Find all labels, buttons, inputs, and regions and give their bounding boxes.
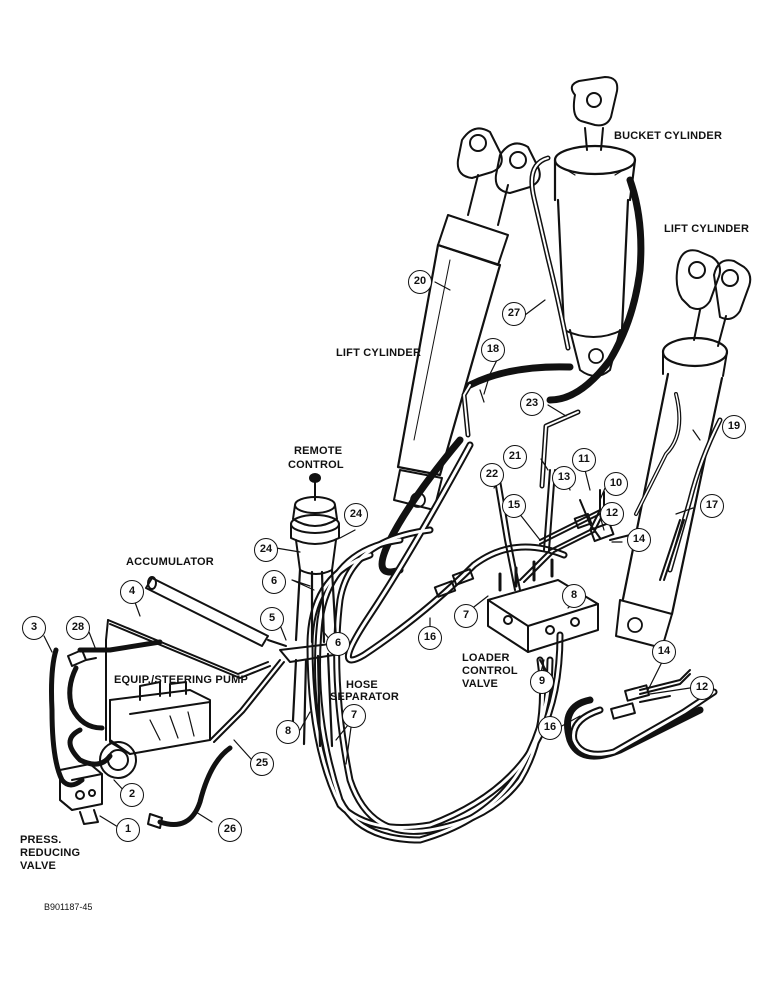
equipment-steering-pump-shape (99, 681, 211, 779)
callout-14-bottom: 14 (652, 640, 676, 664)
remote-control-label-line2: CONTROL (288, 459, 344, 471)
callout-24-left: 24 (254, 538, 278, 562)
callout-21: 21 (503, 445, 527, 469)
callout-15: 15 (502, 494, 526, 518)
cylinder-lines (461, 155, 723, 573)
callout-12-bottom: 12 (690, 676, 714, 700)
callout-16-bottom: 16 (538, 716, 562, 740)
callout-9: 9 (530, 670, 554, 694)
callout-5: 5 (260, 607, 284, 631)
remote-control-shape (290, 473, 340, 644)
pump-lines (105, 619, 285, 743)
reducing-valve-label-line1: PRESS. (20, 834, 62, 846)
callout-6-upper: 6 (262, 570, 286, 594)
callout-12-top: 12 (600, 502, 624, 526)
callout-1: 1 (116, 818, 140, 842)
callout-6-lower: 6 (326, 632, 350, 656)
callout-10: 10 (604, 472, 628, 496)
left-lift-cylinder-shape (393, 127, 541, 511)
callout-11: 11 (572, 448, 596, 472)
callout-22: 22 (480, 463, 504, 487)
right-lift-cylinder-label: LIFT CYLINDER (664, 223, 750, 235)
loader-control-valve-label-line2: CONTROL (462, 665, 518, 677)
callout-17: 17 (700, 494, 724, 518)
callout-2: 2 (120, 783, 144, 807)
callout-8-right: 8 (562, 584, 586, 608)
right-lift-cylinder-shape (615, 249, 752, 649)
callout-4: 4 (120, 580, 144, 604)
reducing-valve-label-line3: VALVE (20, 860, 57, 872)
figure-id: B901187-45 (44, 902, 93, 912)
callout-20: 20 (408, 270, 432, 294)
hose-separator-label-line1: HOSE (346, 679, 378, 691)
accumulator-label: ACCUMULATOR (126, 556, 214, 568)
fitting-26 (147, 813, 163, 829)
accumulator-shape (145, 576, 287, 647)
hose-separator-label-line2: SEPARATOR (330, 691, 400, 703)
bucket-cylinder-label: BUCKET CYLINDER (614, 130, 723, 142)
callout-18: 18 (481, 338, 505, 362)
loader-control-valve-label-line3: VALVE (462, 678, 499, 690)
callout-23: 23 (520, 392, 544, 416)
callout-8-left: 8 (276, 720, 300, 744)
callout-24-right: 24 (344, 503, 368, 527)
reducing-valve-label-line2: REDUCING (20, 847, 81, 859)
loader-control-valve-label-line1: LOADER (462, 652, 510, 664)
callout-25: 25 (250, 752, 274, 776)
left-lift-cylinder-label: LIFT CYLINDER (336, 347, 422, 359)
bucket-cylinder-shape (553, 76, 637, 377)
pump-hoses (49, 639, 233, 827)
callout-26: 26 (218, 818, 242, 842)
fitting-28 (67, 649, 97, 667)
callout-27: 27 (502, 302, 526, 326)
callout-3: 3 (22, 616, 46, 640)
callout-13: 13 (552, 466, 576, 490)
callout-7-lower: 7 (342, 704, 366, 728)
pump-label: EQUIP./STEERING PUMP (114, 674, 248, 686)
callout-28: 28 (66, 616, 90, 640)
callout-16-left: 16 (418, 626, 442, 650)
callout-19: 19 (722, 415, 746, 439)
callout-14-top: 14 (627, 528, 651, 552)
pressure-reducing-valve-shape (59, 763, 103, 825)
callout-7-upper: 7 (454, 604, 478, 628)
remote-control-label-line1: REMOTE (294, 445, 343, 457)
